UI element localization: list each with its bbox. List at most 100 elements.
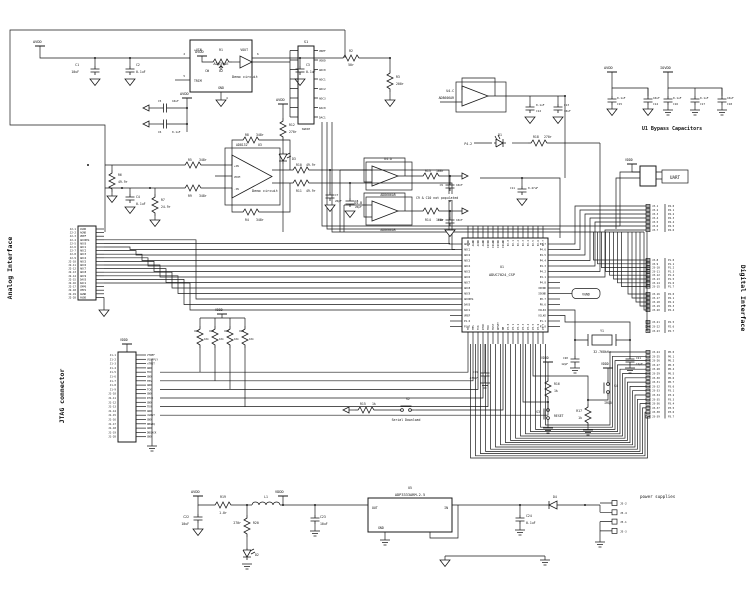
svg-text:J3-31: J3-31 <box>652 380 660 384</box>
connector-row: J3-6 P4.5 <box>645 224 675 228</box>
digital-interface-label: Digital Interface <box>739 265 747 332</box>
u1-part: ADUC7024_CSP <box>489 273 515 277</box>
svg-text:P3.3: P3.3 <box>668 397 675 401</box>
digital-group-3: J3-16 P2.0 J3-17 P2.1 J3-18 P2.2 J3-19 P… <box>645 292 675 312</box>
connector-pin: J5-3 <box>611 528 627 534</box>
svg-text:P3.2: P3.2 <box>516 323 520 330</box>
connector-row: J2-7 ADC2 <box>70 249 104 253</box>
crystal-y1 <box>591 334 613 346</box>
svg-text:ADC1: ADC1 <box>80 245 87 249</box>
r10-val: 49.9r <box>306 163 316 167</box>
c5-des: C5 <box>158 99 162 103</box>
svg-text:J3-7: J3-7 <box>652 228 659 232</box>
svg-text:P1.7: P1.7 <box>464 325 471 329</box>
svg-text:J5-4: J5-4 <box>620 511 627 515</box>
c1-val: 10uF <box>71 70 79 74</box>
svg-text:DAC1: DAC1 <box>464 308 471 312</box>
c20-val: 12pF <box>561 362 568 366</box>
r13-des: R13 <box>425 169 431 173</box>
svg-text:J3-5: J3-5 <box>652 220 659 224</box>
svg-text:P2.3: P2.3 <box>668 304 675 308</box>
svg-text:P4.5: P4.5 <box>540 253 547 257</box>
uart-header-body <box>639 165 657 187</box>
svg-text:AVDD: AVDD <box>466 240 470 247</box>
u1-pin: P1.0 <box>540 325 560 329</box>
svg-text:ADC9: ADC9 <box>80 274 87 278</box>
connector-row: J3-19 P2.3 <box>645 304 675 308</box>
digital-group-2: J3-8 P1.0 J3-9 P1.1 J3-10 P1.2 J3-11 P1.… <box>645 258 675 289</box>
s1-pin-row: DAC1 <box>290 116 326 120</box>
resistor-r2 <box>339 54 363 62</box>
connector-row: J2-19 AGND <box>68 292 104 296</box>
agnd-symbol <box>384 99 396 107</box>
cap-c22 <box>193 513 203 524</box>
c13-val: 10uF <box>564 109 571 113</box>
pullup-rail-label: VDDD <box>215 308 223 312</box>
u1-pin: AGND <box>481 226 485 246</box>
bypass-cap: 0.1uF C17 <box>689 88 709 116</box>
u1-pin: ADC7 <box>450 281 471 285</box>
u1-pin: P2.4 <box>526 226 530 246</box>
svg-text:10uF: 10uF <box>727 96 734 100</box>
r13-val: 100r <box>436 169 444 173</box>
jtag-section: JTAG connector VDDD J1-1 VTREF J1-2 VSUP… <box>58 308 254 452</box>
svg-text:P1.1: P1.1 <box>668 262 675 266</box>
u1-pin: TDO <box>486 325 490 344</box>
u1-pin: P2.6 <box>536 226 540 246</box>
svg-text:GND: GND <box>147 409 152 413</box>
svg-text:BM: BM <box>501 326 505 330</box>
c2-des: C2 <box>136 63 140 67</box>
cap-c20 <box>570 355 580 366</box>
svg-text:AGND: AGND <box>80 292 87 296</box>
svg-text:ADC8: ADC8 <box>464 286 471 290</box>
svg-text:P2.6: P2.6 <box>668 325 675 329</box>
c12-des: C12 <box>536 109 541 113</box>
u3-triangle <box>231 154 273 199</box>
svg-text:P1.0: P1.0 <box>668 258 675 262</box>
svg-text:TMS: TMS <box>471 325 475 330</box>
u5-part: ADP3333ARM-2.5 <box>395 493 425 497</box>
connector-row: J3-29 P0.5 <box>645 372 675 376</box>
svg-text:J3-2: J3-2 <box>652 208 659 212</box>
analog-interface-label: Analog Interface <box>6 237 14 300</box>
u1-body <box>461 237 549 333</box>
svg-text:P2.4: P2.4 <box>668 308 675 312</box>
buffer-amp <box>239 55 253 69</box>
resistor-r12 <box>279 117 287 141</box>
connector-row: J3-20 P2.4 <box>645 308 675 312</box>
svg-text:0.1uF: 0.1uF <box>673 96 682 100</box>
connector-row: J3-12 P1.4 <box>645 273 675 277</box>
r18-val: 270r <box>544 135 552 139</box>
r19-des: R19 <box>220 495 226 499</box>
connector-row: J3-35 P3.3 <box>645 397 675 401</box>
svg-text:P4.5: P4.5 <box>668 224 675 228</box>
r14-des: R14 <box>425 218 431 222</box>
svg-text:J3-22: J3-22 <box>652 325 660 329</box>
svg-text:J2-16: J2-16 <box>68 281 76 285</box>
svg-text:J1-9: J1-9 <box>110 387 117 391</box>
svg-text:P4.2: P4.2 <box>668 212 675 216</box>
d1-des: D1 <box>498 133 502 137</box>
bypass-title: U1 Bypass Capacitors <box>642 126 702 132</box>
demo-section: AVDD R1 CW Demo circuit S1 SWDIP VREF VD… <box>195 40 326 193</box>
svg-text:P1.7: P1.7 <box>668 285 675 289</box>
dgnd-symbol <box>146 445 158 452</box>
uart-section: VDDD UART <box>625 158 689 187</box>
svg-text:J5-3: J5-3 <box>620 529 627 533</box>
svg-text:P3.1: P3.1 <box>511 323 515 330</box>
u1-pin: P2.3 <box>521 226 525 246</box>
u1-pin: P2.5 <box>531 226 535 246</box>
svg-text:GND: GND <box>147 418 152 422</box>
svg-text:J3-15: J3-15 <box>652 285 660 289</box>
connector-row: J1-15 nSRST <box>108 413 155 417</box>
svg-text:ADCNEG: ADCNEG <box>80 238 90 242</box>
svg-text:P3.3: P3.3 <box>521 323 525 330</box>
c4-des: C4 <box>136 195 140 199</box>
connector-row: J1-17 DBGRQ <box>108 422 155 426</box>
psu-avdd-label: AVDD <box>191 490 200 494</box>
svg-text:ADC0: ADC0 <box>464 242 471 246</box>
svg-text:J2-7: J2-7 <box>70 249 77 253</box>
svg-text:VREF: VREF <box>464 314 471 318</box>
agnd-symbol <box>294 78 306 86</box>
svg-text:J1-8: J1-8 <box>110 383 117 387</box>
